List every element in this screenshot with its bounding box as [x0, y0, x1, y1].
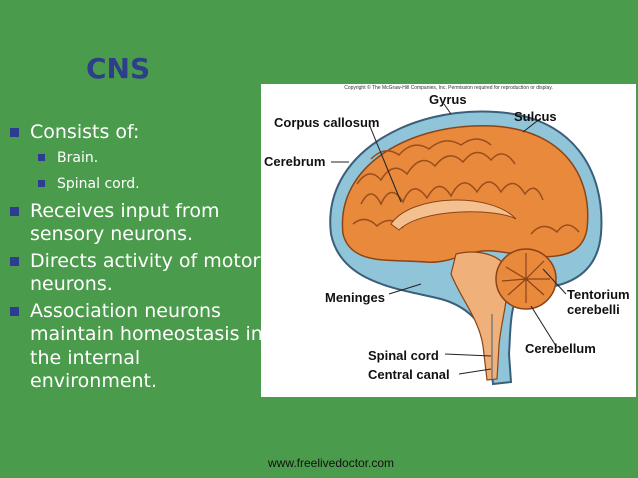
bullet-square-icon	[10, 306, 19, 316]
copyright-text: Copyright © The McGraw-Hill Companies, I…	[344, 85, 553, 91]
sub-bullet-text: Spinal cord.	[57, 175, 140, 192]
label-cerebrum: Cerebrum	[264, 154, 326, 169]
slide-title: CNS	[86, 52, 151, 85]
sub-bullet-item: Brain.	[10, 148, 266, 169]
bullet-square-icon	[10, 206, 19, 216]
label-spinal-cord: Spinal cord	[368, 348, 439, 363]
label-tentorium: Tentorium	[567, 287, 630, 302]
bullet-square-icon	[38, 179, 45, 187]
bullet-text: Association neurons maintain homeostasis…	[30, 299, 263, 393]
bullet-text: Consists of:	[30, 121, 140, 143]
label-cerebellum: Cerebellum	[525, 341, 596, 356]
bullet-item: Directs activity of motor neurons.	[10, 250, 266, 297]
label-sulcus: Sulcus	[514, 109, 557, 124]
bullet-list: Consists of: Brain. Spinal cord. Receive…	[10, 121, 266, 397]
label-cerebelli: cerebelli	[567, 302, 620, 317]
sub-bullet-item: Spinal cord.	[10, 174, 266, 195]
label-corpus-callosum: Corpus callosum	[274, 115, 380, 130]
label-gyrus: Gyrus	[429, 92, 467, 107]
label-central-canal: Central canal	[368, 367, 450, 382]
bullet-text: Receives input from sensory neurons.	[30, 199, 220, 246]
label-meninges: Meninges	[325, 290, 385, 305]
brain-illustration	[329, 103, 603, 386]
bullet-item: Association neurons maintain homeostasis…	[10, 300, 266, 394]
bullet-item: Consists of:	[10, 121, 266, 145]
bullet-square-icon	[10, 128, 19, 137]
bullet-square-icon	[10, 256, 19, 266]
bullet-text: Directs activity of motor neurons.	[30, 249, 261, 296]
brain-diagram: Copyright © The McGraw-Hill Companies, I…	[261, 84, 636, 397]
bullet-square-icon	[38, 153, 45, 161]
sub-bullet-text: Brain.	[57, 149, 99, 166]
bullet-item: Receives input from sensory neurons.	[10, 200, 266, 247]
footer-url: www.freelivedoctor.com	[268, 456, 395, 470]
